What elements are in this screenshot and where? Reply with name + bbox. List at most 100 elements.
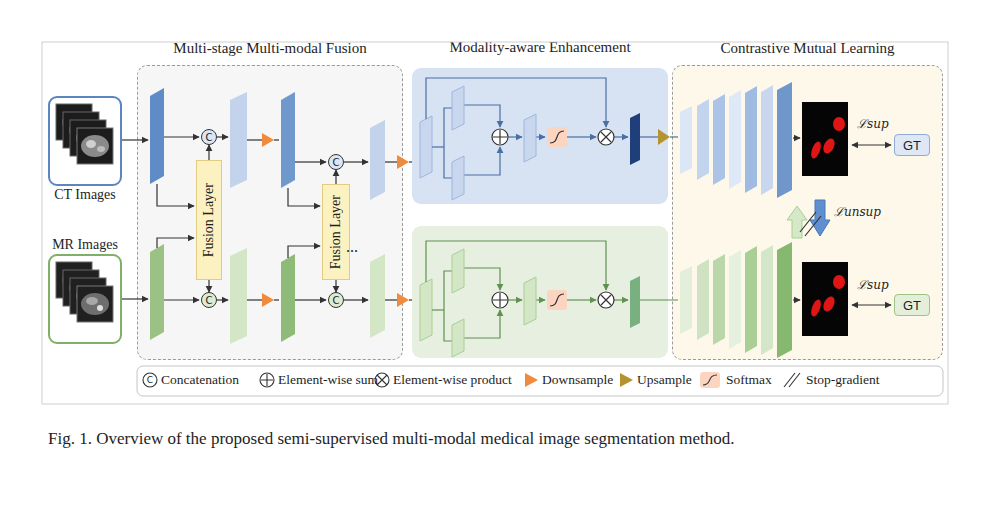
concat-node: C [201, 292, 217, 308]
mr-enhancement-block [452, 249, 464, 293]
legend-symbol [261, 374, 273, 386]
ct-enhancement-block [420, 78, 678, 200]
legend-text: Upsample [637, 372, 692, 388]
ct-enhancement-block [493, 130, 507, 144]
ct-enhancement-block [508, 136, 522, 137]
node-text: CT Images [30, 187, 140, 203]
node-text: C [333, 157, 340, 168]
mr-enhancement-block [493, 293, 507, 307]
node-text: GT [903, 138, 921, 153]
concat-node: C [328, 292, 344, 308]
ct-enhancement-block [444, 108, 452, 178]
mr-enhancement-block [550, 294, 564, 306]
ct-enhancement-block [567, 136, 596, 137]
ct-enhancement-block [464, 105, 500, 127]
mr-enhancement-block [444, 271, 452, 341]
mr-enhancement-block [426, 241, 606, 290]
ct-enhancement-block [432, 146, 444, 147]
ct-enhancement-block [536, 136, 545, 137]
loss-label: ℒsup [857, 115, 889, 132]
node-text: Multi-stage Multi-modal Fusion [108, 40, 432, 57]
mr-enhancement-block [426, 241, 678, 341]
ct-enhancement-block [658, 129, 670, 145]
ct-enhancement-block [614, 136, 628, 137]
ground-truth-box: GT [894, 294, 930, 316]
ct-enhancement-block [452, 156, 464, 200]
legend-symbol [700, 372, 720, 388]
legend-symbol [377, 375, 387, 385]
stage-panel: Contrastive Mutual LearningGTGT [672, 65, 943, 360]
ground-truth-box: GT [894, 134, 930, 156]
figure-caption: Fig. 1. Overview of the proposed semi-su… [48, 428, 928, 450]
fusion-layer: Fusion Layer [196, 160, 222, 280]
legend-symbol [143, 373, 157, 387]
legend-box [137, 366, 943, 396]
mr-enhancement-block [630, 276, 640, 328]
mr-enhancement-block [547, 290, 567, 310]
ct-enhancement-block [598, 129, 614, 145]
ct-enhancement-block [630, 113, 640, 165]
mr-enhancement-block [464, 268, 500, 290]
legend-symbol-letter: C [147, 375, 153, 385]
legend-text: Softmax [726, 372, 772, 388]
node-text: Modality-aware Enhancement [380, 39, 700, 56]
legend-text: Element-wise product [393, 372, 512, 388]
legend-text: Concatenation [161, 372, 239, 388]
mr-enhancement-block [598, 292, 614, 308]
ct-enhancement-block [420, 116, 432, 178]
loss-label: ℒunsup [834, 203, 881, 220]
stage-panel: Modality-aware Enhancement [410, 65, 670, 360]
outer-frame [42, 42, 948, 404]
ct-enhancement-block [464, 147, 500, 175]
ct-enhancement-block [524, 114, 536, 162]
enhancement-box [412, 68, 668, 204]
node-text: C [206, 295, 213, 306]
stage-panel: Multi-stage Multi-modal FusionCFusion La… [137, 65, 403, 360]
legend-symbol [784, 373, 800, 387]
mr-enhancement-block [524, 277, 536, 325]
node-text: C [206, 132, 213, 143]
legend-symbol [620, 373, 633, 387]
legend-symbol [143, 372, 800, 388]
ct-enhancement-block [492, 129, 508, 145]
legend-symbol [525, 373, 538, 387]
ct-enhancement-block [640, 136, 658, 137]
node-text: Contrastive Mutual Learning [643, 40, 972, 57]
mr-enhancement-block [452, 319, 464, 357]
ct-enhancement-block [550, 131, 564, 143]
fusion-wire [409, 161, 418, 162]
mr-enhancement-block [492, 292, 508, 308]
mr-enhancement-block [536, 299, 545, 300]
node-text: Fusion Layer [201, 183, 217, 257]
mr-enhancement-block [420, 241, 678, 357]
legend-symbol [260, 373, 274, 387]
legend-symbol [703, 375, 717, 385]
legend-text: Element-wise sum [278, 372, 378, 388]
ct-enhancement-block [426, 78, 606, 127]
mr-enhancement-block [601, 295, 611, 305]
concat-node: C [328, 154, 344, 170]
node-text: GT [903, 298, 921, 313]
legend-text: Downsample [542, 372, 613, 388]
mr-enhancement-block [614, 299, 628, 300]
ct-enhancement-block [547, 127, 567, 147]
enhancement-box [412, 226, 668, 358]
node-text: MR Images [30, 237, 140, 253]
mr-enhancement-block [432, 309, 444, 310]
mr-enhancement-block [420, 279, 432, 341]
fusion-wire [409, 299, 418, 300]
ct-enhancement-block [601, 132, 611, 142]
ct-enhancement-block [426, 78, 678, 178]
loss-label: ℒsup [857, 276, 889, 293]
node-text: Fusion Layer [328, 195, 344, 269]
ellipsis: ... [346, 238, 358, 256]
input-image-box: CT Images [48, 96, 122, 186]
fusion-layer: Fusion Layer [322, 184, 350, 280]
mr-enhancement-block [567, 299, 596, 300]
concat-node: C [201, 129, 217, 145]
mr-enhancement-block [508, 299, 522, 300]
legend-text: Stop-gradient [806, 372, 880, 388]
input-image-box: MR Images [48, 254, 122, 344]
node-text: C [333, 295, 340, 306]
